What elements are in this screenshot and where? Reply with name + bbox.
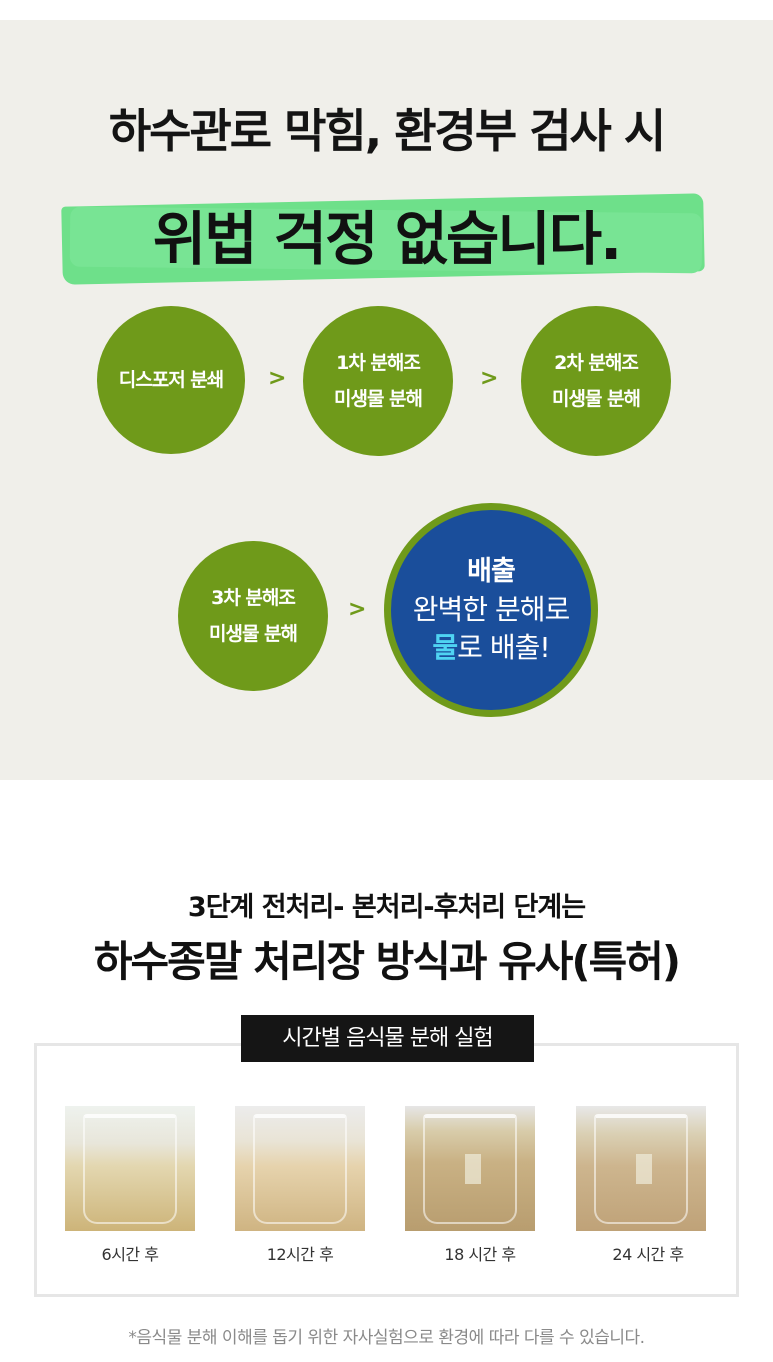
beaker-glass (594, 1114, 688, 1224)
water-word: 물 (432, 631, 458, 664)
headline-line2: 위법 걱정 없습니다. (152, 205, 622, 273)
step-disposer: 디스포저 분쇄 (97, 306, 245, 454)
beaker-image (405, 1106, 535, 1231)
step-third-tank: 3차 분해조 미생물 분해 (178, 541, 328, 691)
beaker-image (235, 1106, 365, 1231)
step-label: 3차 분해조 (211, 587, 296, 609)
beaker-glass (423, 1114, 517, 1224)
step-first-tank: 1차 분해조 미생물 분해 (303, 306, 453, 456)
beaker-caption: 18 시간 후 (444, 1245, 516, 1264)
arrow-icon: > (268, 366, 287, 391)
beaker-image (65, 1106, 195, 1231)
step-label: 디스포저 분쇄 (118, 369, 224, 391)
top-strip (0, 0, 773, 20)
beaker-caption: 12시간 후 (266, 1245, 334, 1264)
discharge-title: 배출 (467, 556, 516, 587)
comparison-title: 하수종말 처리장 방식과 유사(특허) (93, 937, 681, 986)
beaker-glass (253, 1114, 347, 1224)
arrow-icon: > (348, 597, 367, 622)
beaker-tag (636, 1154, 652, 1184)
step-second-tank: 2차 분해조 미생물 분해 (521, 306, 671, 456)
beaker-glass (83, 1114, 177, 1224)
arrow-icon: > (480, 366, 499, 391)
step-sublabel: 미생물 분해 (551, 388, 641, 410)
step-label: 2차 분해조 (554, 352, 639, 374)
step-sublabel: 미생물 분해 (333, 388, 423, 410)
experiment-label: 시간별 음식물 분해 실험 (241, 1015, 534, 1062)
step-discharge: 배출 완벽한 분해로 물로 배출! (384, 503, 598, 717)
discharge-line2-rest: 로 배출! (457, 631, 550, 664)
comparison-subtitle: 3단계 전처리- 본처리-후처리 단계는 (187, 892, 586, 923)
beaker-tag (465, 1154, 481, 1184)
step-label: 1차 분해조 (336, 352, 421, 374)
beaker-image (576, 1106, 706, 1231)
discharge-line2: 물로 배출! (432, 629, 550, 667)
beaker-caption: 24 시간 후 (612, 1245, 684, 1264)
beaker-caption: 6시간 후 (101, 1245, 159, 1264)
step-sublabel: 미생물 분해 (208, 623, 298, 645)
headline-line1: 하수관로 막힘, 환경부 검사 시 (108, 104, 666, 158)
footnote: *음식물 분해 이해를 돕기 위한 자사실험으로 환경에 따라 다를 수 있습니… (128, 1328, 645, 1348)
discharge-line1: 완벽한 분해로 (412, 593, 570, 626)
